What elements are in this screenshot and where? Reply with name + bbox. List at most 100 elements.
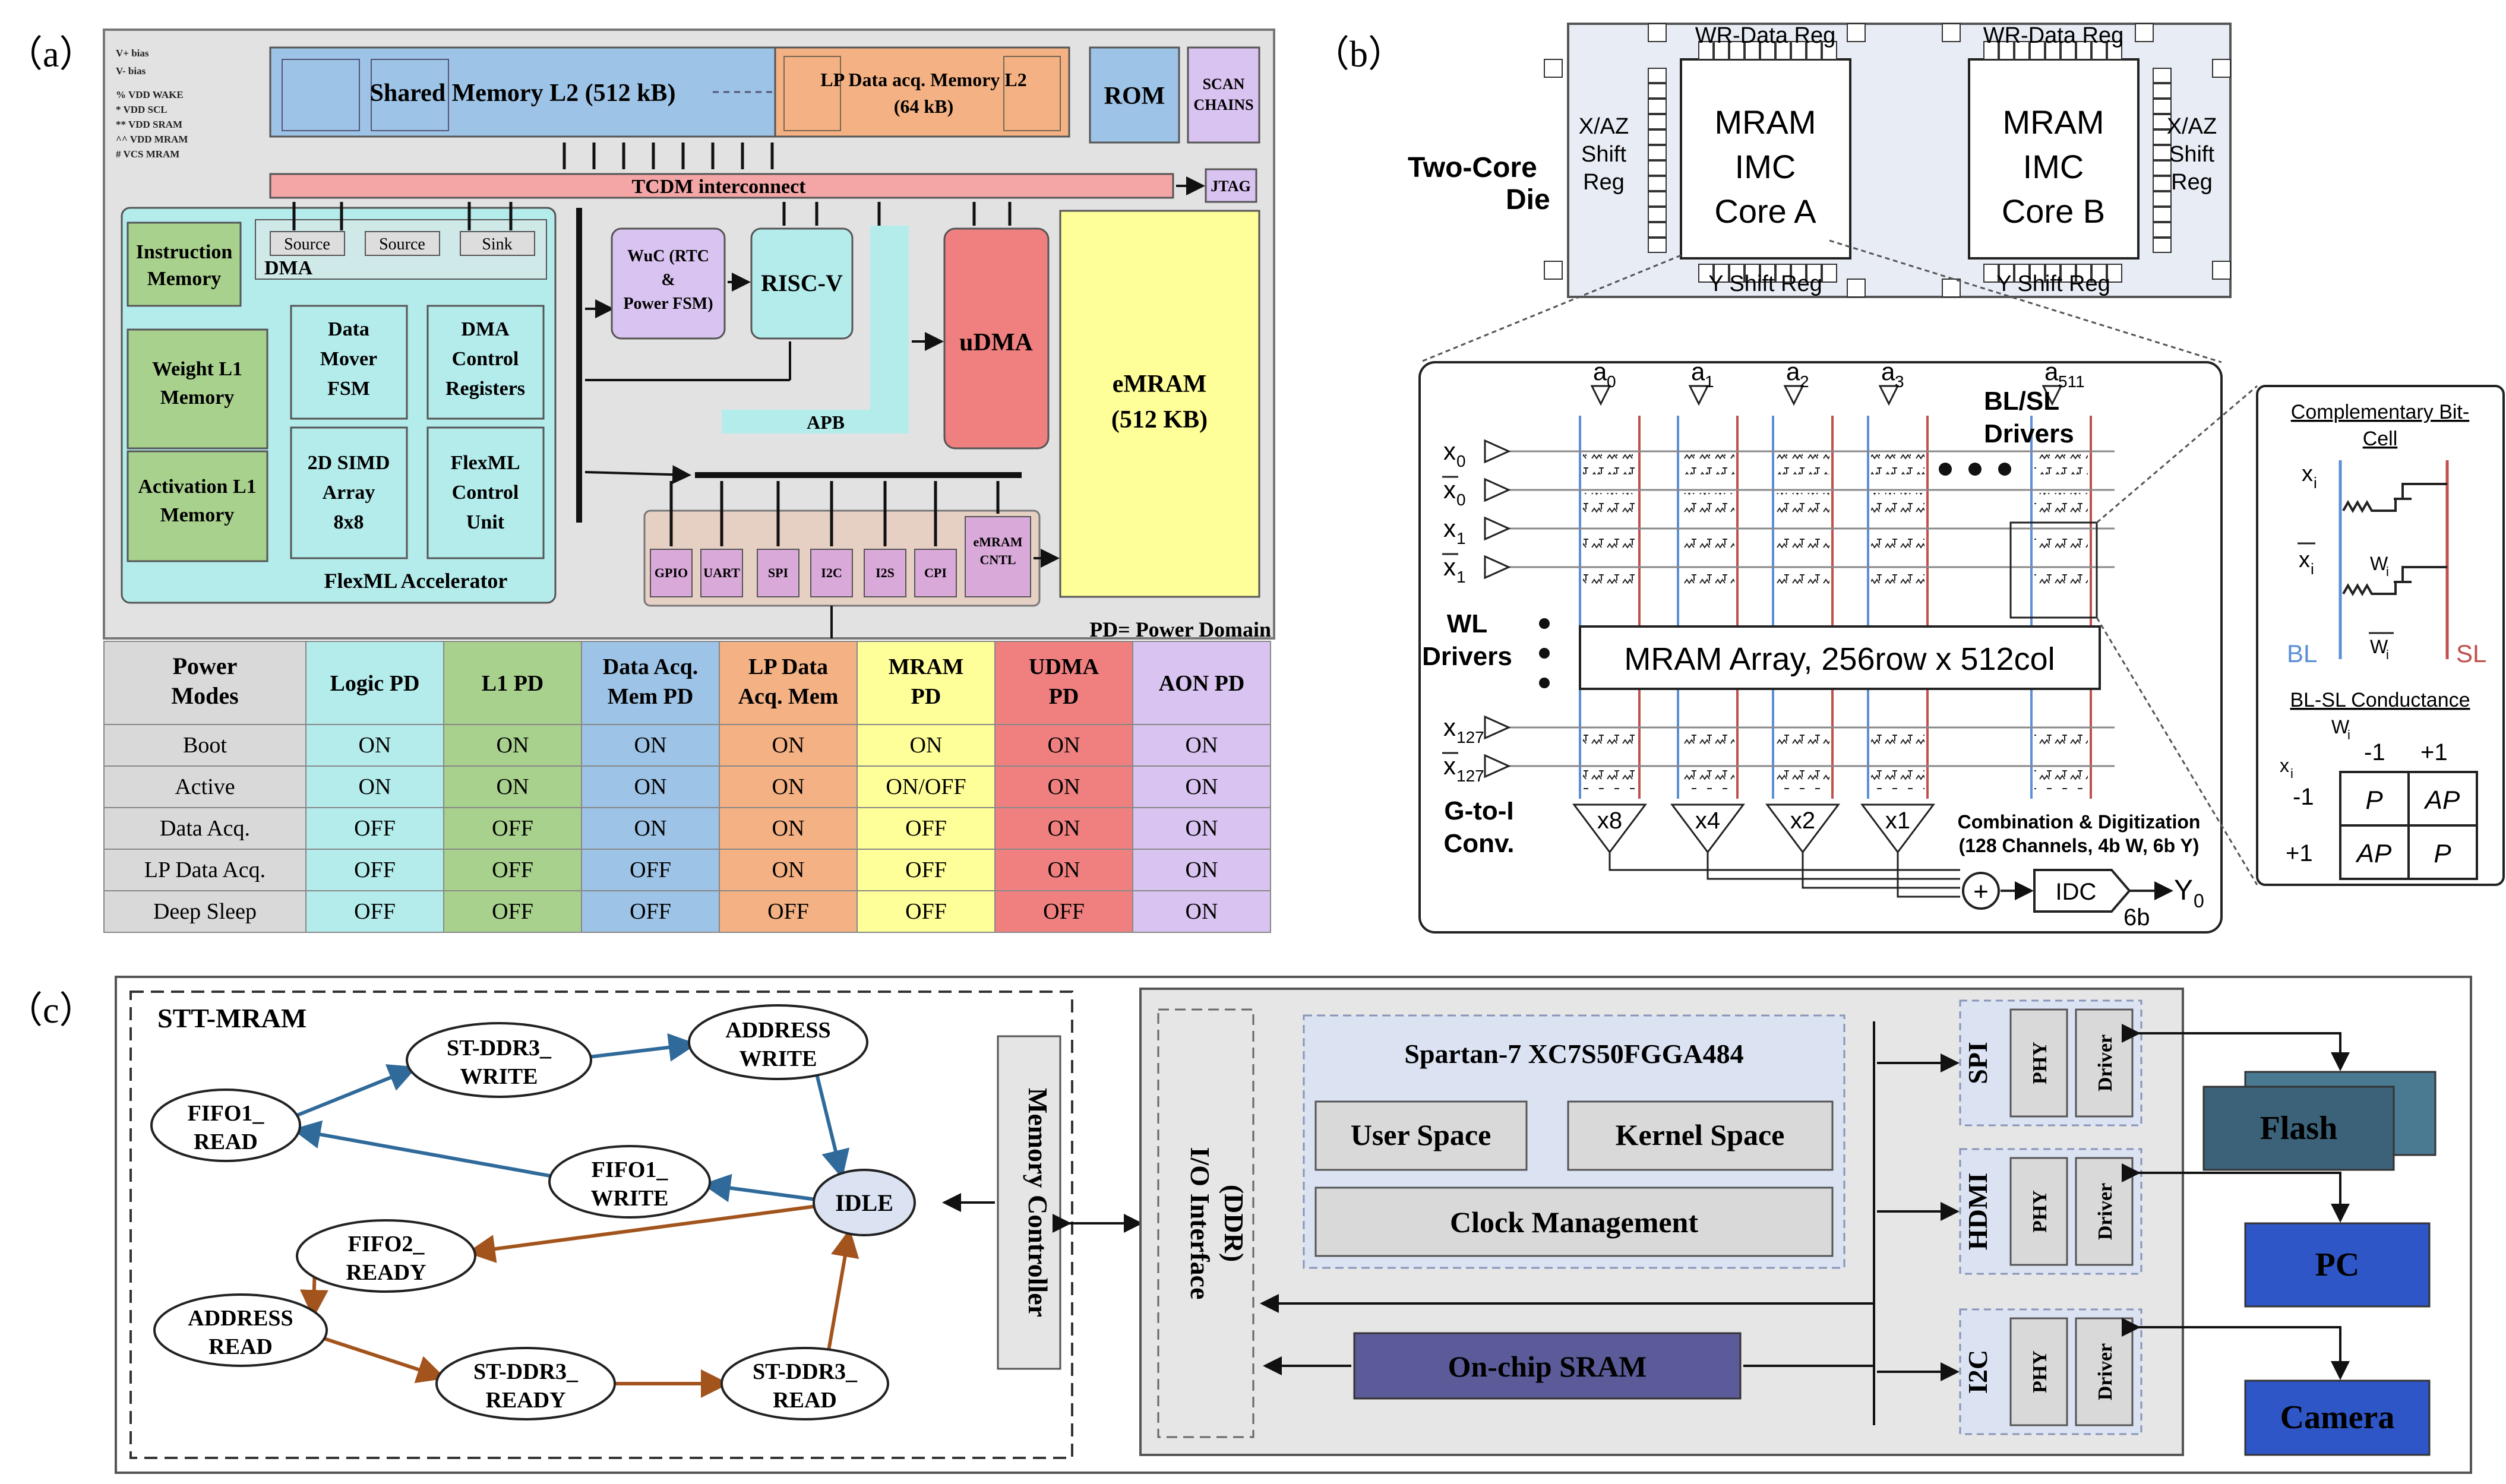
bl-driver [1878, 385, 1900, 406]
table-cell: OFF [1043, 899, 1085, 924]
table-cell: OFF [767, 899, 809, 924]
fsm-state-label: WRITE [740, 1046, 817, 1071]
bias-note: V- bias [116, 65, 146, 77]
wl-driver [1484, 477, 1511, 502]
gtoi-gain-label: x2 [1790, 808, 1815, 834]
mram-bitcell [1681, 493, 1734, 513]
mram-bitcell [1583, 493, 1636, 513]
combination-label: (128 Channels, 4b W, 6b Y) [1959, 835, 2200, 856]
phy-label: PHY [2029, 1350, 2051, 1393]
core-b-label: IMC [2023, 148, 2084, 185]
fsm-state-label: WRITE [591, 1186, 669, 1211]
dma-source-label: Source [379, 235, 425, 254]
port-name: I2C [1963, 1350, 1993, 1394]
idc-label: IDC [2056, 879, 2097, 905]
onchip-sram-label: On-chip SRAM [1448, 1350, 1647, 1383]
wl-x-sub: 127 [1456, 767, 1484, 785]
table-cell: ON [359, 774, 391, 799]
wl-x-label: x [1443, 553, 1456, 581]
driver-label: Driver [2094, 1183, 2116, 1240]
mram-bitcell [1776, 493, 1829, 513]
dma-control-label: Control [452, 348, 519, 370]
table-cell: ON [634, 733, 667, 758]
table-cell: ON [634, 816, 667, 841]
wl-x-sub: 1 [1456, 568, 1466, 586]
fsm-state-label: ADDRESS [188, 1306, 293, 1331]
wl-x-label: x [1443, 713, 1456, 741]
data-mover-label: Mover [320, 348, 377, 370]
stt-mram-label: STT-MRAM [157, 1003, 306, 1033]
shared-memory-block [269, 46, 776, 138]
table-cell: ON [497, 733, 529, 758]
fsm-transition [316, 1334, 446, 1384]
peripheral-spi: SPI [768, 565, 788, 580]
apb-label: APB [807, 412, 845, 433]
table-column-header: AON PD [1159, 671, 1245, 696]
panel-label-b: （b） [1313, 34, 1405, 75]
pc-label: PC [2315, 1246, 2360, 1283]
panel-a: V+ bias V- bias % VDD WAKE * VDD SCL ** … [103, 29, 1275, 933]
table-column [443, 641, 582, 933]
table-column [857, 641, 996, 933]
xaz-label: X/AZ [1579, 114, 1629, 139]
table-column [305, 641, 444, 933]
register-port [1942, 279, 1961, 298]
mram-bitcell [1871, 570, 1924, 590]
driver-label: Driver [2094, 1343, 2116, 1400]
panel-b: Two-Core Die MRAM IMC Core A MRAM IMC Co… [1408, 23, 2505, 934]
table-cell: OFF [492, 899, 533, 924]
xaz-label: Reg [2171, 170, 2213, 195]
gtoi-converter [1860, 803, 1935, 854]
phy-label: PHY [2029, 1042, 2051, 1084]
register-port [1544, 261, 1563, 280]
tcdm-interconnect [269, 173, 1174, 199]
core-a-label: IMC [1735, 148, 1796, 185]
flash-label: Flash [2260, 1110, 2338, 1147]
fsm-state [153, 1293, 328, 1367]
simd-label: 8x8 [334, 511, 364, 533]
ct-cell: P [2365, 786, 2383, 815]
clock-management-block [1314, 1186, 1834, 1257]
emram-label: eMRAM [1113, 371, 1207, 398]
two-core-label: Two-Core [1408, 152, 1537, 183]
port-name: HDMI [1963, 1173, 1993, 1250]
wl-x-sub: 127 [1456, 728, 1484, 746]
gtoi-gain-label: x8 [1597, 808, 1622, 834]
bl-driver [2042, 385, 2063, 406]
mram-bitcell [2034, 769, 2088, 789]
data-mover-fsm-block [290, 305, 408, 420]
scan-chains-label: CHAINS [1193, 96, 1253, 113]
rom-block [1089, 46, 1180, 144]
emram-cntl-block [965, 516, 1031, 597]
table-row-mode: Data Acq. [160, 816, 250, 841]
io-interface-label: (DDR) [1219, 1185, 1249, 1262]
emram-block [1059, 210, 1260, 598]
table-cell: OFF [905, 899, 947, 924]
io-interface-label: I/O Interface [1185, 1147, 1215, 1300]
fsm-state-label: READ [208, 1334, 273, 1359]
fsm-transition [466, 1204, 820, 1263]
fsm-transition [290, 1064, 418, 1120]
gtoi-gain-label: x1 [1885, 808, 1910, 834]
lp-memory-label: LP Data acq. Memory L2 [820, 69, 1027, 90]
instruction-memory-label: Instruction [136, 241, 233, 263]
driver-a-label: a [1881, 357, 1895, 385]
bl-label: BL [2287, 640, 2317, 667]
table-cell: ON [772, 774, 805, 799]
memory-controller-label: Memory Controller [1023, 1088, 1053, 1317]
fsm-transition [581, 1033, 697, 1062]
ct-w-label: W [2331, 716, 2350, 738]
table-cell: ON [1186, 816, 1218, 841]
bitcell-xbar-label: x [2299, 548, 2310, 572]
mram-bitcell [1583, 570, 1636, 590]
core-a-label: MRAM [1714, 103, 1816, 141]
mram-bitcell [2034, 531, 2088, 552]
ct-row-neg: -1 [2293, 784, 2314, 810]
mram-bitcell [1681, 570, 1734, 590]
fsm-transition [292, 1120, 559, 1179]
driver-a-label: a [1691, 357, 1705, 385]
bias-note: * VDD SCL [116, 104, 168, 115]
data-mover-label: Data [328, 318, 369, 340]
table-cell: OFF [354, 858, 396, 882]
